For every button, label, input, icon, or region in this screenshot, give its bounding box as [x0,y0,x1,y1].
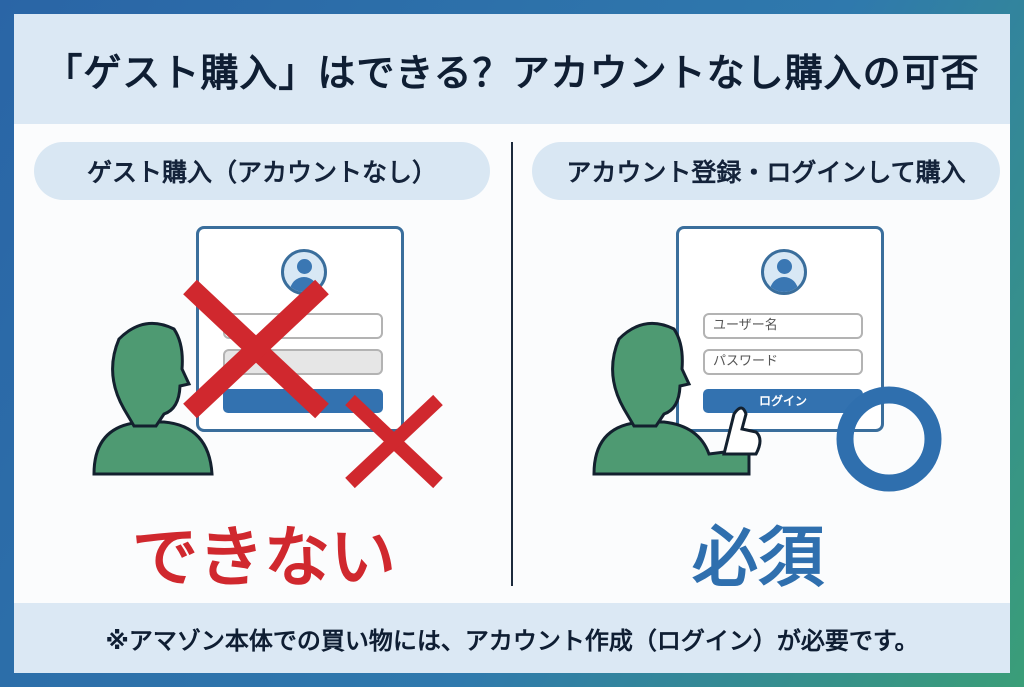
infographic-panel: 「ゲスト購入」はできる？アカウントなし購入の可否 ゲスト購入（アカウントなし） … [14,14,1010,673]
divider [511,142,513,586]
guest-purchase-heading: ゲスト購入（アカウントなし） [34,142,490,200]
login-form-disabled [196,226,404,432]
user-avatar-icon [761,249,807,295]
footer-note: ※アマゾン本体での買い物には、アカウント作成（ログイン）が必要です。 [14,603,1010,673]
person-pointing-icon [592,321,762,476]
password-field[interactable]: パスワード [703,349,863,375]
person-icon [92,321,214,476]
cross-icon-large [183,279,329,419]
login-form: ユーザー名 パスワード ログイン [676,226,884,432]
login-button[interactable]: ログイン [703,389,863,413]
username-field[interactable]: ユーザー名 [703,313,863,339]
user-avatar-icon [281,249,327,295]
page-title: 「ゲスト購入」はできる？アカウントなし購入の可否 [14,14,1010,124]
cross-icon-small [345,394,443,489]
account-purchase-heading: アカウント登録・ログインして購入 [532,142,1000,200]
circle-icon [836,386,942,492]
result-cannot: できない [132,519,396,596]
result-required: 必須 [692,519,824,596]
